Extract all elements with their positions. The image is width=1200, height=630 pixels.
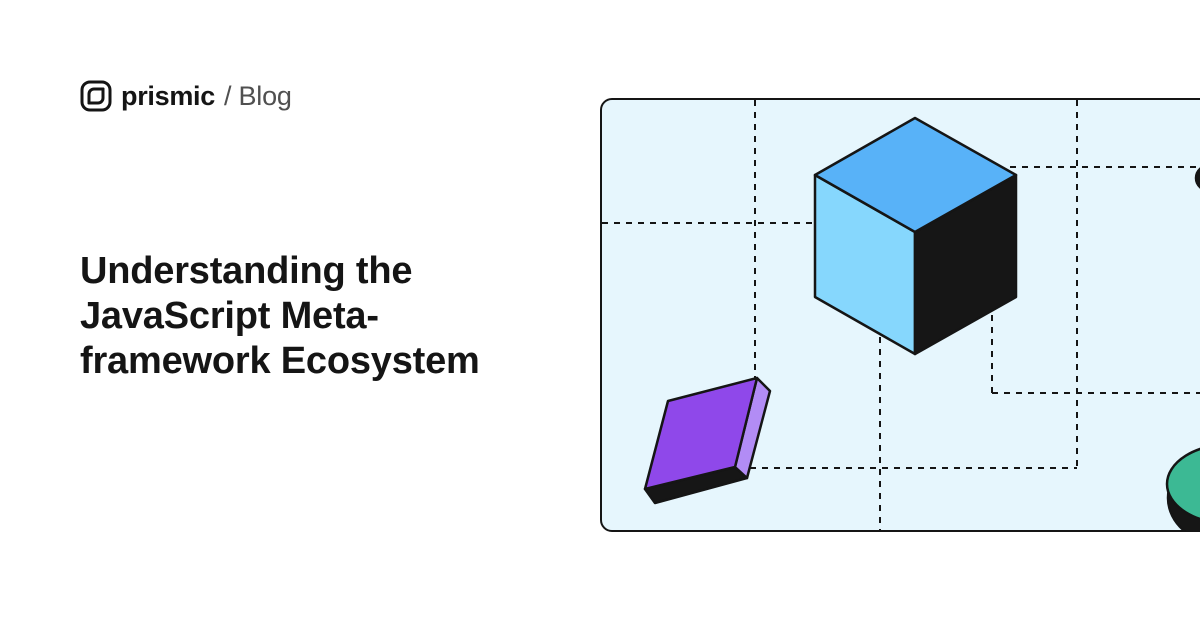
brand-lockup[interactable]: prismic / Blog — [80, 79, 292, 113]
prismic-logo-icon — [80, 80, 112, 112]
brand-separator: / — [223, 81, 232, 111]
cube-shape — [813, 116, 1018, 356]
grid-lines — [602, 100, 1200, 530]
brand-name: prismic — [121, 81, 215, 111]
tile-front-face — [643, 376, 759, 491]
tile-shape — [643, 376, 772, 505]
article-title: Understanding the JavaScript Meta- frame… — [80, 249, 550, 384]
ring-front-face — [1165, 442, 1200, 526]
article-title-line: framework Ecosystem — [80, 340, 480, 382]
ring-shape — [1165, 163, 1200, 531]
blog-link[interactable]: Blog — [238, 81, 292, 111]
article-title-line: JavaScript Meta- — [80, 295, 379, 337]
cube-top-face — [813, 116, 1018, 234]
article-title-line: Understanding the — [80, 250, 413, 292]
